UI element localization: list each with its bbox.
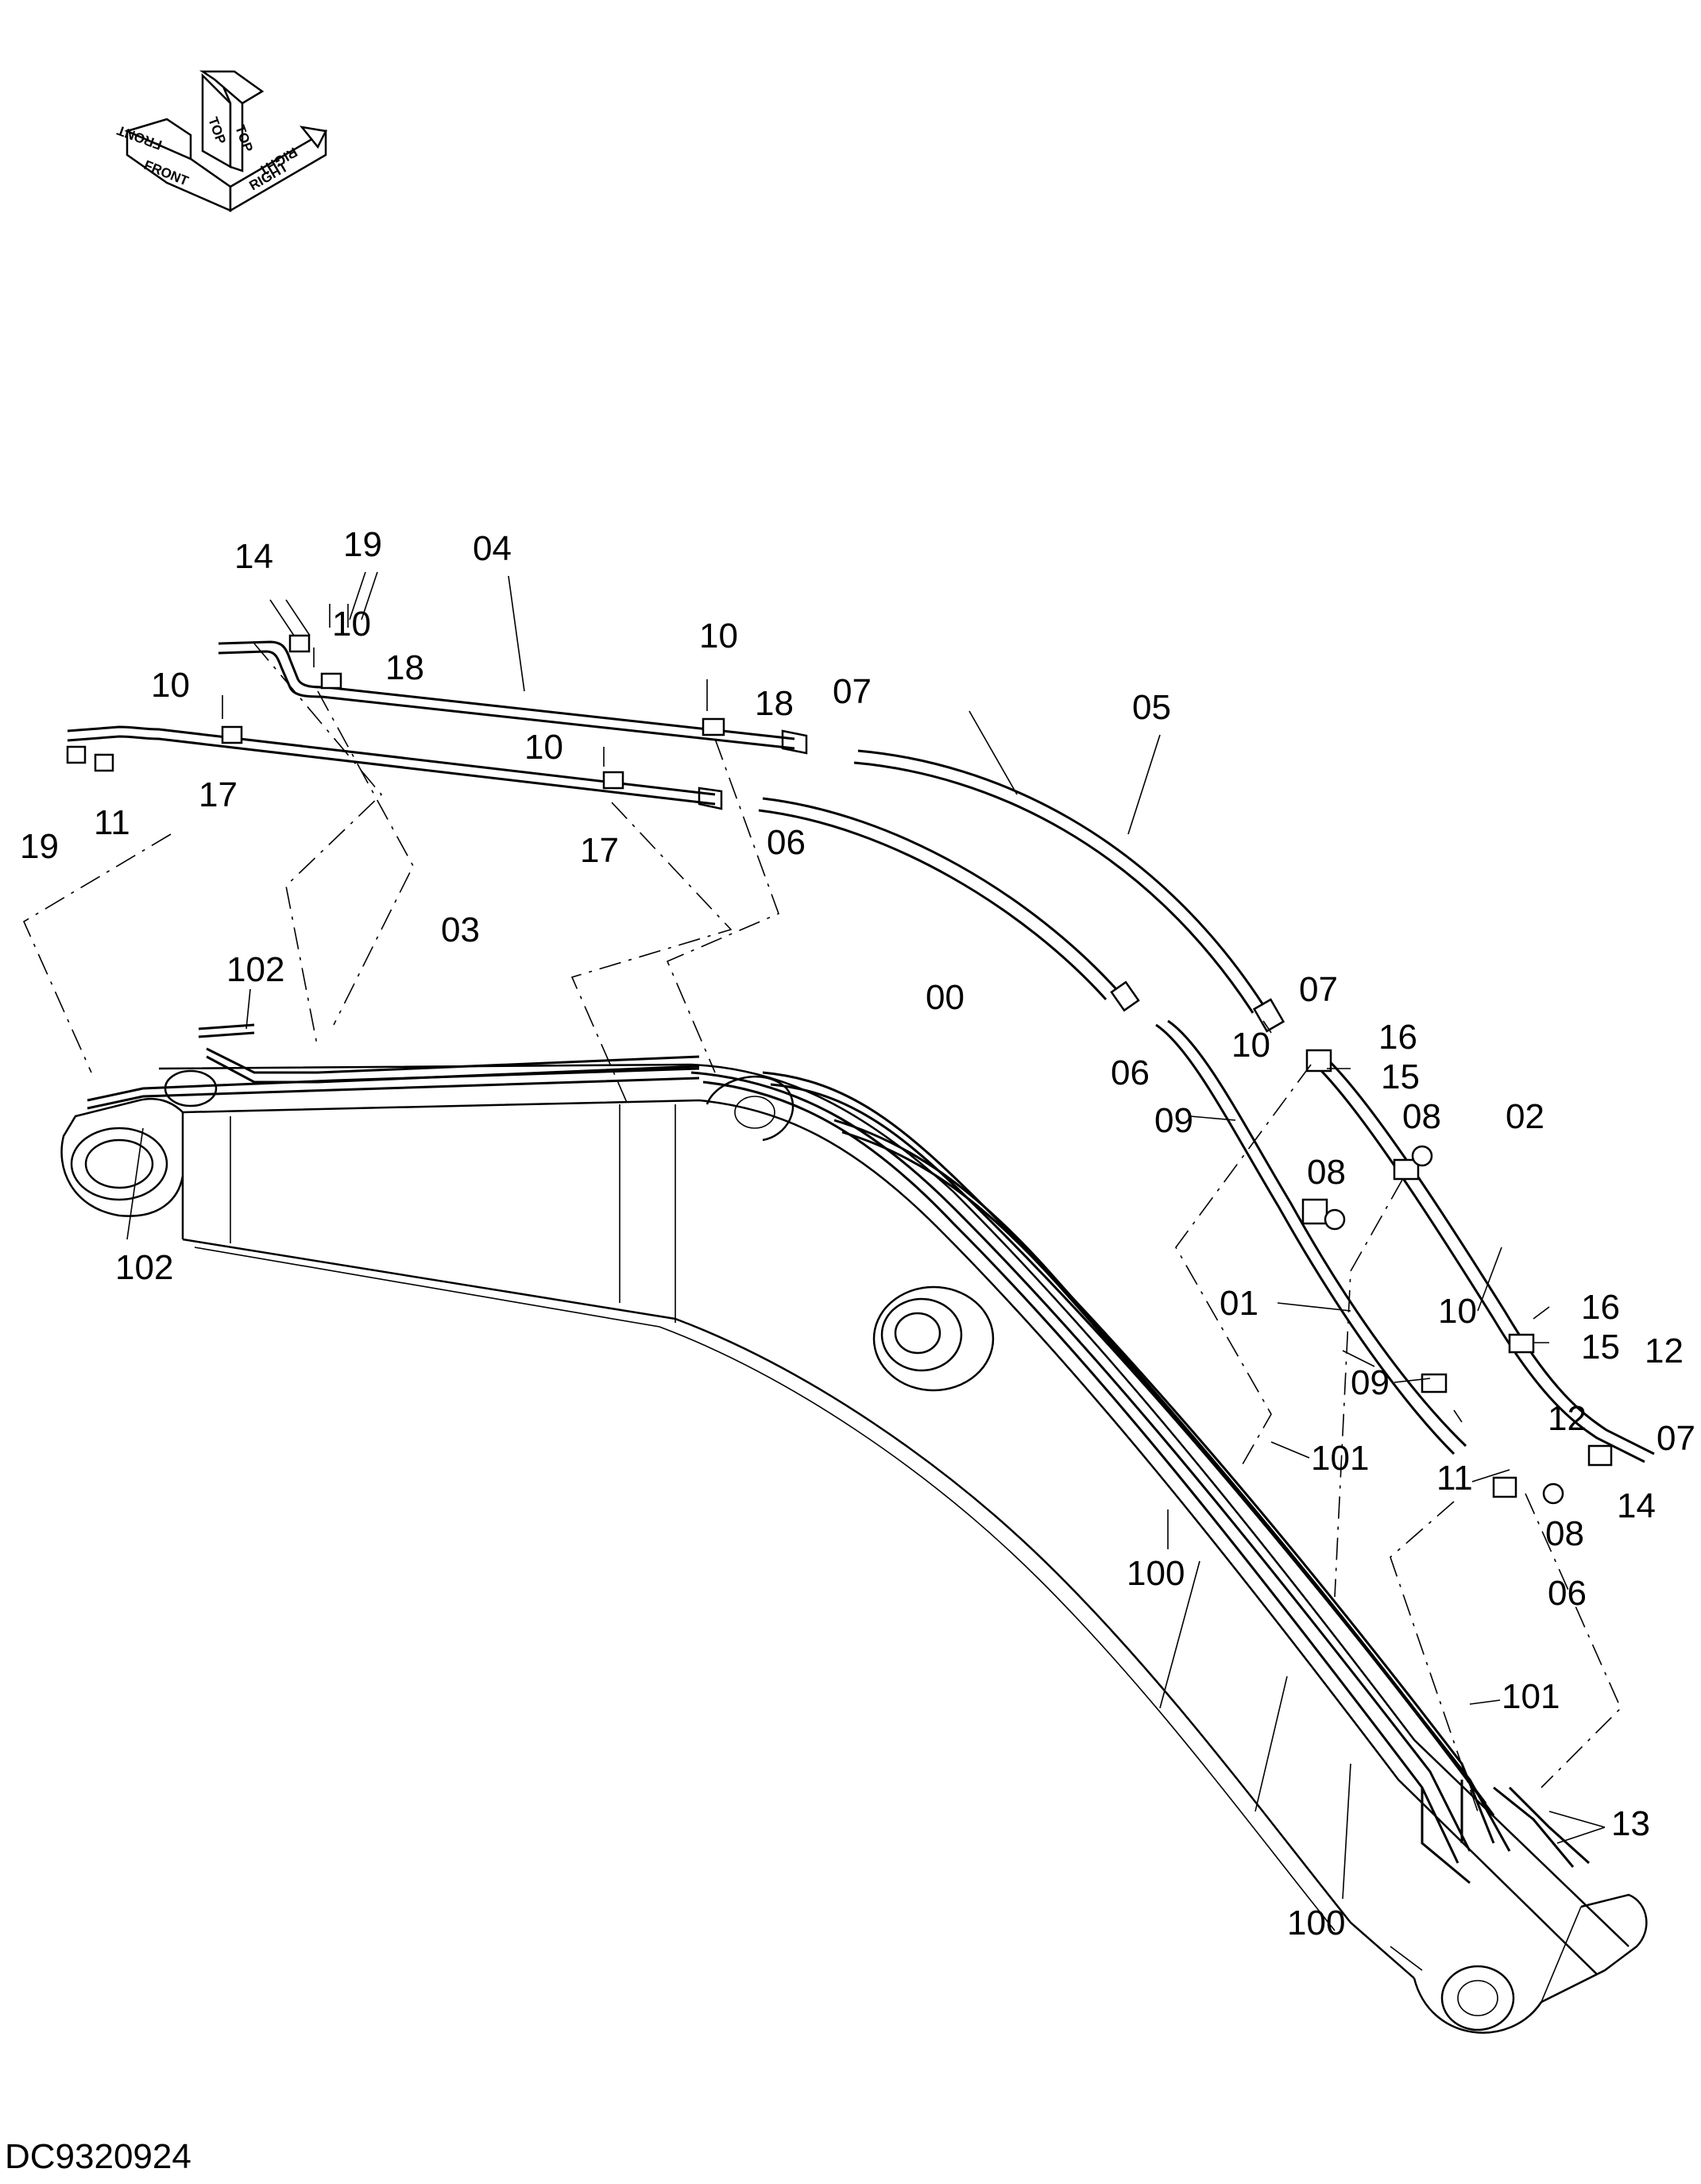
callout-100: 100 (1287, 1904, 1345, 1942)
callout-07: 07 (1657, 1419, 1695, 1458)
callout-11: 11 (1436, 1459, 1473, 1498)
callout-102: 102 (226, 950, 284, 989)
drawing-number: DC9320924 (5, 2137, 191, 2176)
callout-04: 04 (473, 529, 512, 568)
exploded-pipes (66, 604, 1655, 1505)
callout-15: 15 (1381, 1057, 1420, 1096)
callout-100: 100 (1127, 1554, 1185, 1593)
callout-07: 07 (1299, 970, 1338, 1009)
callout-19: 19 (20, 827, 59, 866)
callout-17: 17 (199, 775, 238, 814)
orientation-cube-icon: FRONT FRONT TOP TOP RIGHT RIGHT (114, 70, 327, 213)
callout-08: 08 (1545, 1514, 1584, 1553)
callout-10: 10 (1231, 1026, 1270, 1065)
callout-leaders (126, 988, 1606, 1900)
callout-09: 09 (1154, 1101, 1193, 1140)
callout-10: 10 (332, 605, 371, 644)
boom-mounted-pipes (87, 1023, 1591, 1884)
callout-09: 09 (1351, 1363, 1390, 1402)
callout-14: 14 (1617, 1486, 1656, 1525)
callout-10: 10 (524, 728, 563, 767)
callout-05: 05 (1132, 688, 1171, 727)
callout-01: 01 (1220, 1284, 1258, 1323)
boom-body (60, 1063, 1648, 2034)
callout-16: 16 (1581, 1288, 1620, 1327)
callout-10: 10 (151, 666, 190, 705)
callout-08: 08 (1402, 1097, 1441, 1136)
callout-11: 11 (94, 803, 130, 842)
callout-13: 13 (1611, 1804, 1650, 1843)
callout-10: 10 (1438, 1292, 1477, 1331)
callout-14: 14 (234, 537, 273, 576)
callout-12: 12 (1548, 1399, 1587, 1438)
callout-00: 00 (926, 978, 965, 1017)
callout-101: 101 (1311, 1439, 1369, 1478)
callout-06: 06 (1548, 1574, 1587, 1613)
callout-08: 08 (1307, 1153, 1346, 1192)
callout-102: 102 (115, 1248, 173, 1287)
callout-19: 19 (343, 525, 382, 564)
callout-06: 06 (1111, 1053, 1150, 1092)
callout-12: 12 (1645, 1332, 1684, 1370)
callout-18: 18 (755, 684, 794, 723)
callout-17: 17 (580, 831, 619, 870)
callout-labels: 04 14 19 10 18 10 18 07 05 10 11 19 17 1… (20, 525, 1695, 1942)
callout-15: 15 (1581, 1328, 1620, 1366)
leader-lines (22, 571, 1622, 1812)
callout-06: 06 (767, 823, 806, 862)
callout-16: 16 (1378, 1018, 1417, 1057)
callout-07: 07 (833, 672, 872, 711)
callout-03: 03 (441, 910, 480, 949)
callout-10: 10 (699, 617, 738, 655)
callout-02: 02 (1506, 1097, 1544, 1136)
callout-101: 101 (1502, 1677, 1560, 1716)
callout-18: 18 (385, 648, 424, 687)
